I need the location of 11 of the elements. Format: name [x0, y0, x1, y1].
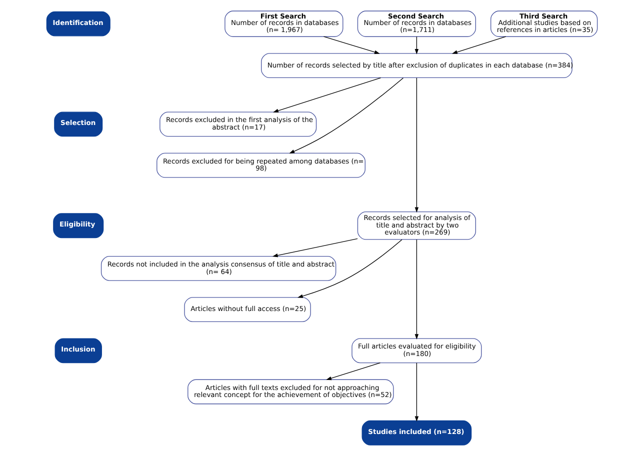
arrow [451, 36, 506, 54]
arrow [288, 78, 404, 154]
arrow [414, 239, 418, 340]
arrow [326, 362, 380, 380]
arrow [296, 239, 402, 298]
arrow [272, 238, 358, 258]
arrow [414, 36, 418, 54]
arrow [322, 36, 380, 54]
arrow [414, 362, 418, 422]
arrow [414, 78, 418, 213]
arrow [272, 77, 381, 112]
